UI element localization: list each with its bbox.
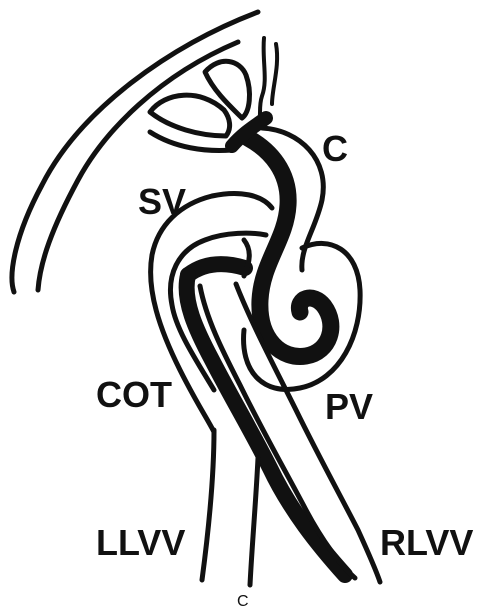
label-rlvv: RLVV bbox=[380, 522, 473, 563]
label-c-bottom: C bbox=[237, 593, 249, 610]
label-c-top: C bbox=[322, 128, 348, 169]
label-sv: SV bbox=[138, 181, 186, 222]
label-llvv: LLVV bbox=[96, 522, 185, 563]
label-pv: PV bbox=[325, 386, 373, 427]
label-cot: COT bbox=[96, 374, 172, 415]
